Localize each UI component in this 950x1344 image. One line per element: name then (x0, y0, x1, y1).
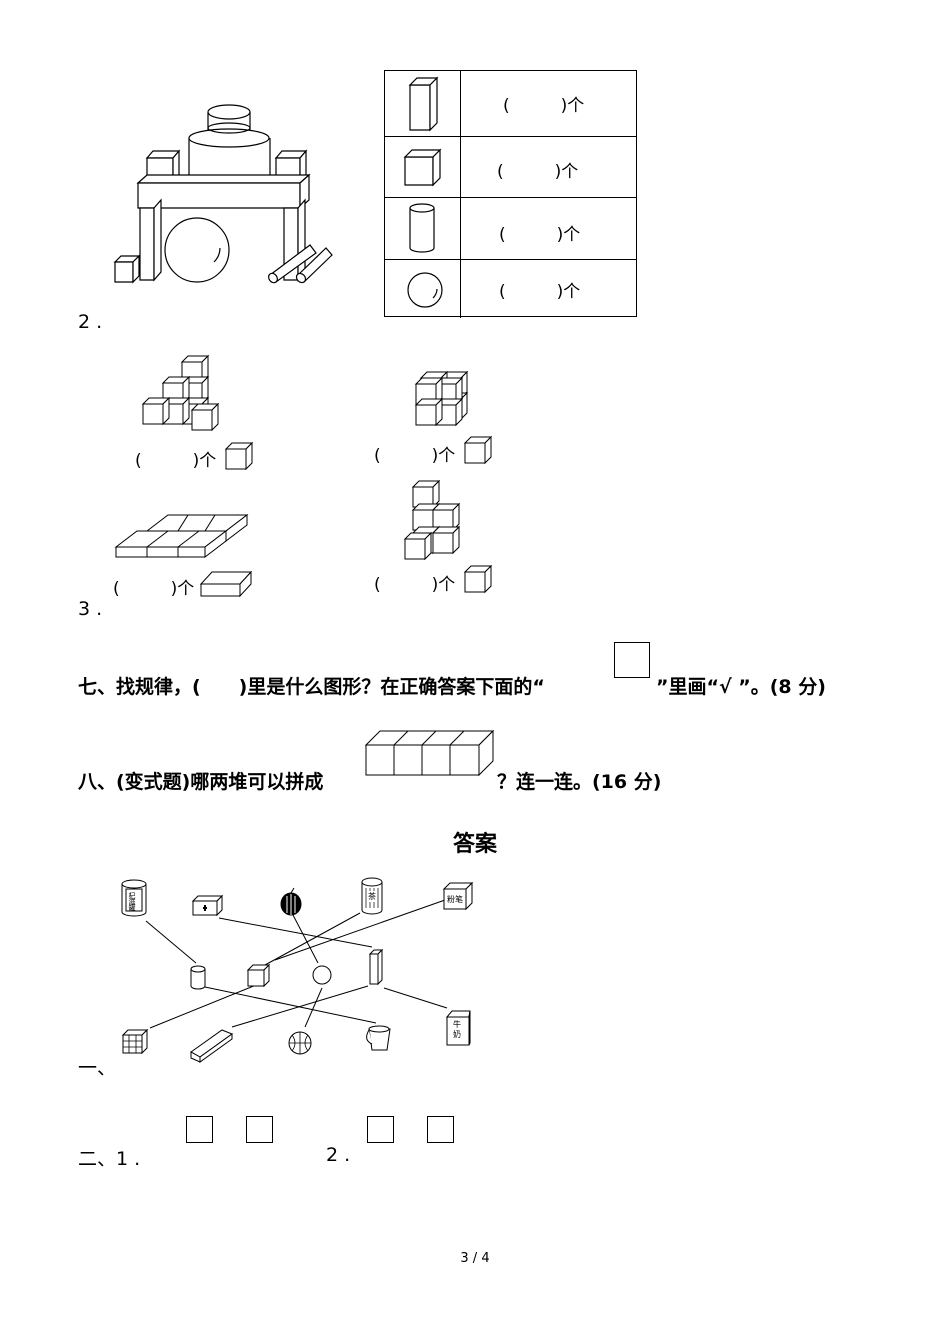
milk-label: 牛奶 (453, 1020, 461, 1039)
table-row: ( )个 (385, 137, 636, 198)
sphere-icon (385, 260, 461, 318)
answer-part-1-label: 一、 (78, 1057, 117, 1079)
medicine-box-icon (193, 896, 222, 915)
page-number: 3 / 4 (460, 1251, 490, 1266)
can-icon (122, 880, 146, 916)
table-row: ( )个 (385, 71, 636, 137)
cuboid-icon (370, 950, 382, 984)
basketball-icon (289, 1032, 311, 1054)
count-blank[interactable]: ( )个 (499, 282, 581, 302)
section-8-text-b: ？连一连。(16 分) (497, 771, 662, 793)
table-icon-cell (385, 137, 461, 197)
section-7-text-b: ”里画“√ ”。(8 分) (656, 676, 826, 698)
watermelon-icon (281, 888, 301, 915)
count-blank[interactable]: ( )个 (135, 451, 217, 471)
answer-box[interactable] (246, 1116, 273, 1143)
table-row: ( )个 (385, 198, 636, 260)
count-blank[interactable]: ( )个 (499, 225, 581, 245)
rubiks-cube-icon (123, 1030, 147, 1053)
table-icon-cell (385, 71, 461, 136)
section-7-title: 七、找规律，( )里是什么图形？在正确答案下面的“ (78, 672, 545, 698)
answer-box[interactable] (367, 1116, 394, 1143)
section-7-text-a: 七、找规律，( )里是什么图形？在正确答案下面的“ (78, 676, 545, 698)
cube-icon (248, 965, 269, 986)
milk-carton-icon (447, 1011, 470, 1045)
sphere-icon (313, 966, 331, 984)
section-8-text-a: 八、(变式题)哪两堆可以拼成 (78, 771, 324, 793)
answer-heading: 答案 (0, 826, 950, 858)
count-blank[interactable]: ( )个 (503, 96, 585, 116)
page-footer: 3 / 4 (0, 1247, 950, 1266)
count-blank[interactable]: ( )个 (374, 446, 456, 466)
table-row: ( )个 (385, 260, 636, 318)
answer-part-2-sub-label: 2 . (326, 1144, 351, 1166)
section-8-title-end: ？连一连。(16 分) (497, 767, 661, 794)
answer-heading-text: 答案 (452, 832, 497, 857)
can-label: 杞滋罐 (128, 892, 136, 910)
question-2-label: 2 . (78, 311, 103, 333)
answer-part-2-label: 二、1 . (78, 1148, 141, 1170)
cube-icon (385, 137, 461, 198)
chalk-box-icon (444, 883, 472, 909)
answer-box-sample (614, 642, 650, 678)
eraser-box-icon (191, 1030, 232, 1062)
section-7-title-end: ”里画“√ ”。(8 分) (656, 672, 826, 698)
chalk-label: 粉笔 (447, 895, 463, 904)
answer-box[interactable] (186, 1116, 213, 1143)
section-8-title: 八、(变式题)哪两堆可以拼成 (78, 767, 323, 794)
tea-label: 茶 (368, 891, 376, 902)
count-blank[interactable]: ( )个 (497, 162, 579, 182)
shape-count-table: ( )个 ( )个 ( )个 (384, 70, 637, 318)
cuboid-icon (385, 71, 461, 137)
bucket-icon (367, 1026, 390, 1050)
cylinder-icon (385, 198, 461, 260)
table-icon-cell (385, 198, 461, 259)
count-blank[interactable]: ( )个 (374, 575, 456, 595)
question-3-label: 3 . (78, 598, 103, 620)
table-icon-cell (385, 260, 461, 318)
count-blank[interactable]: ( )个 (113, 579, 195, 599)
answer-box[interactable] (427, 1116, 454, 1143)
cylinder-icon (191, 966, 205, 989)
